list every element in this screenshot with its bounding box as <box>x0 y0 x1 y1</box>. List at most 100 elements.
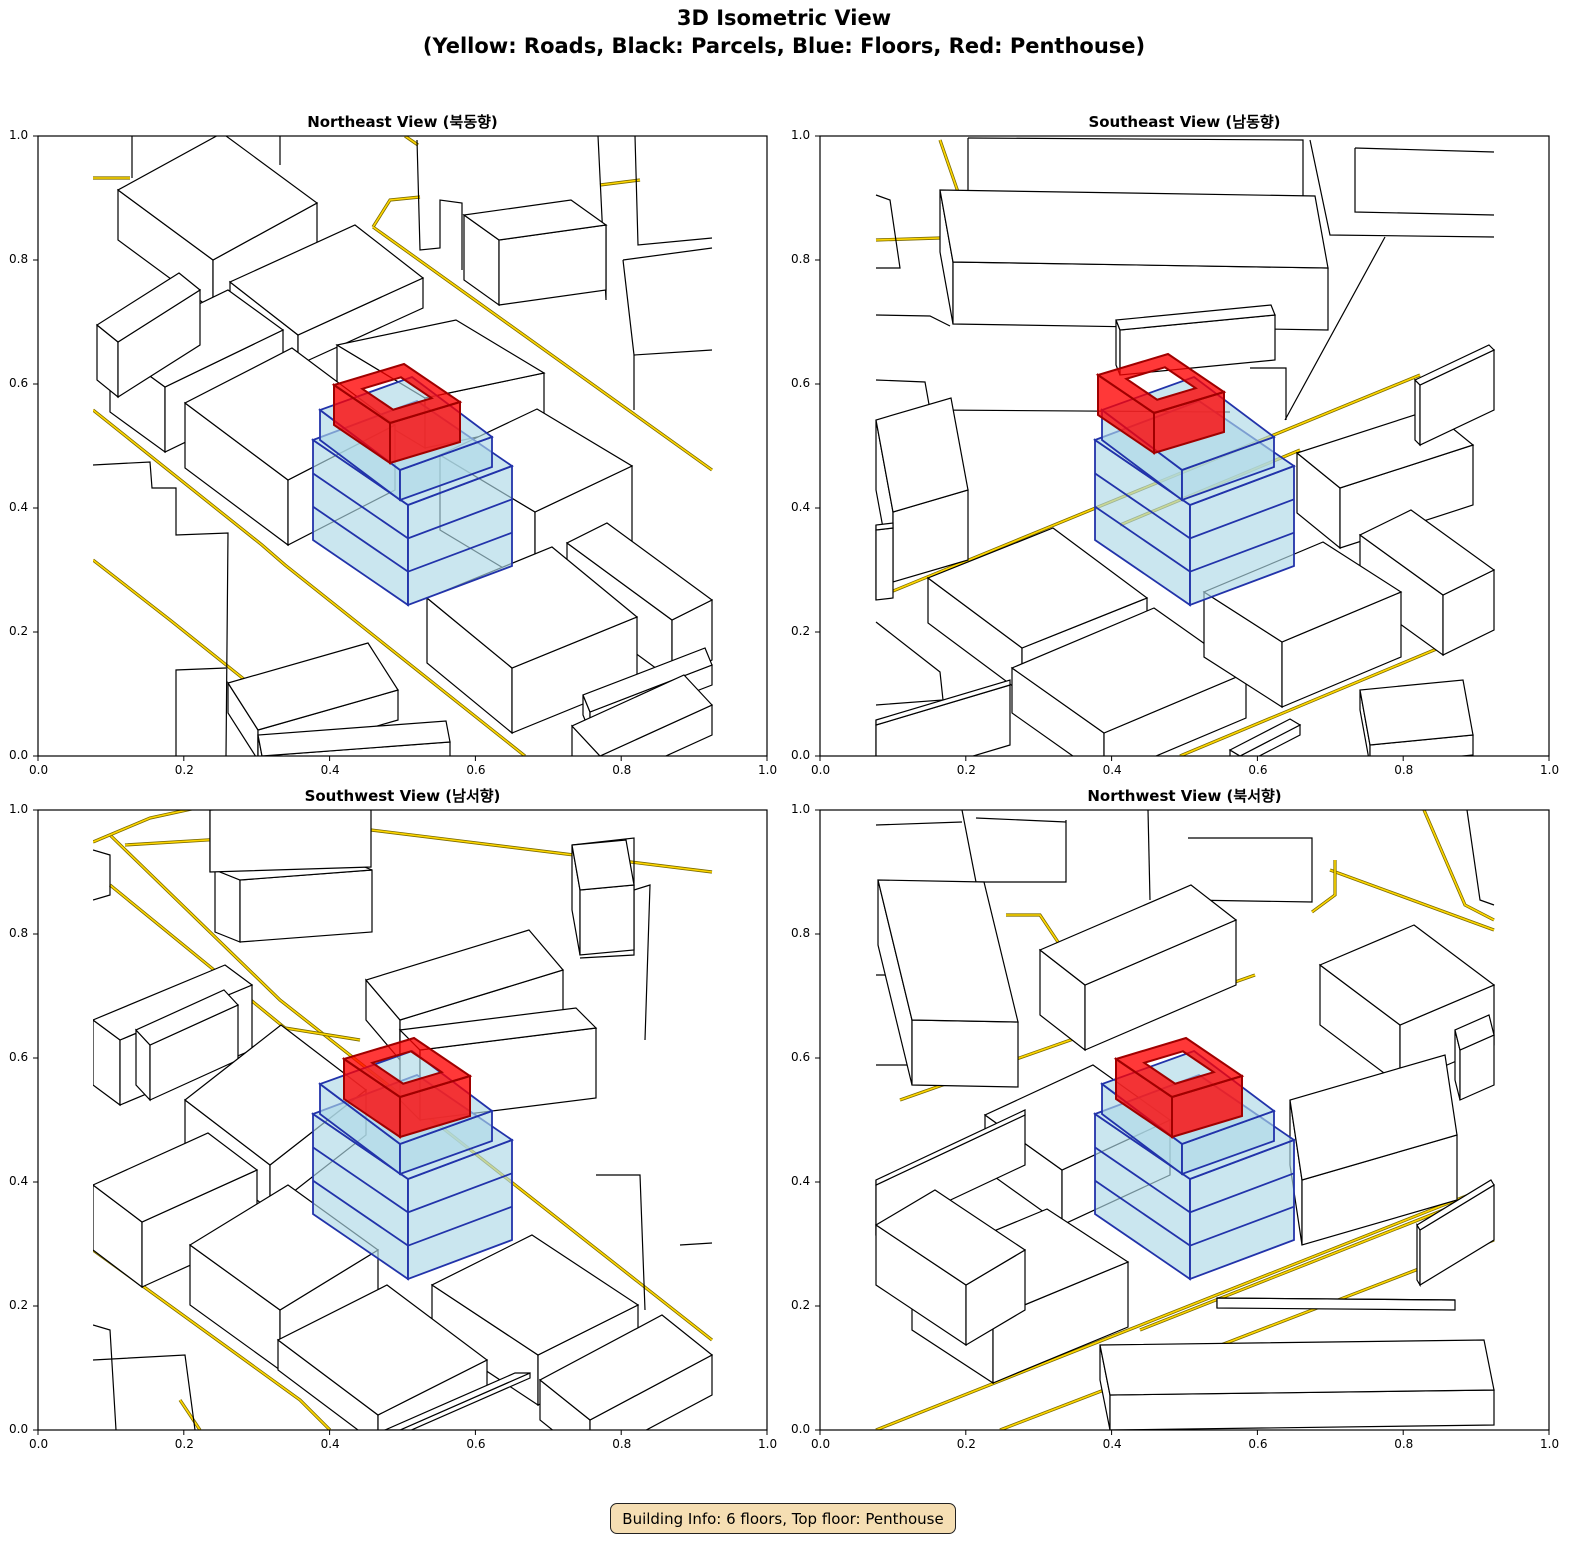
parcel-line <box>175 667 227 756</box>
building-roof <box>430 1234 640 1356</box>
building-side-face <box>239 869 373 943</box>
y-tick-label: 0.6 <box>791 1050 811 1064</box>
axes-frame-northeast <box>37 135 768 757</box>
x-tick-label: 0.8 <box>612 763 632 777</box>
parcel-line <box>1250 367 1287 420</box>
floor-line <box>1094 1179 1295 1247</box>
x-tick-label: 0.2 <box>956 1437 976 1451</box>
parcel-building <box>1010 607 1248 756</box>
scene-northeast <box>93 136 713 756</box>
parcel-building <box>1413 344 1495 447</box>
y-tick-label: 0.2 <box>9 1298 29 1312</box>
parcel-building <box>384 1372 531 1430</box>
x-tick-label: 0.0 <box>811 763 831 777</box>
road <box>1329 869 1495 931</box>
parcel-line <box>961 810 1067 883</box>
y-tick-label: 1.0 <box>9 802 29 816</box>
panel-title-southeast: Southeast View (남동향) <box>1088 113 1281 131</box>
floor-line <box>1094 1146 1295 1214</box>
x-tick-label: 0.2 <box>956 763 976 777</box>
road <box>939 139 959 193</box>
building-roof <box>538 1314 713 1421</box>
road <box>1423 810 1495 921</box>
building-roof <box>570 674 713 756</box>
panel-title-southwest: Southwest View (남서향) <box>304 787 501 805</box>
parcel-line <box>679 1242 713 1246</box>
parcel-line <box>1187 837 1313 903</box>
building-roof <box>364 929 565 1021</box>
parcel-line <box>1309 139 1495 238</box>
x-tick-label: 0.4 <box>1102 763 1122 777</box>
road <box>109 834 713 1341</box>
building-roof <box>1228 718 1302 756</box>
building-side-face <box>384 1429 401 1430</box>
building-roof <box>1358 509 1495 596</box>
y-tick-label: 0.0 <box>9 748 29 762</box>
road-edge <box>371 195 421 228</box>
y-tick-label: 0.0 <box>9 1422 29 1436</box>
floor-line <box>1094 472 1295 540</box>
building-roof <box>875 1189 1027 1286</box>
building-roof <box>1318 924 1495 1026</box>
axes-frame-northwest <box>819 809 1550 1431</box>
parcel-building <box>214 859 373 943</box>
building-info-box: Building Info: 6 floors, Top floor: Pent… <box>610 1503 956 1534</box>
building-roof <box>1416 1179 1495 1231</box>
parcel-line <box>1354 148 1495 216</box>
parcel-line <box>93 849 111 901</box>
parcel-building <box>875 1189 1027 1347</box>
parcel-building <box>875 397 969 583</box>
building-roof <box>1454 1014 1495 1051</box>
y-tick-label: 0.2 <box>791 624 811 638</box>
x-tick-label: 0.4 <box>1102 1437 1122 1451</box>
road <box>999 1239 1495 1430</box>
penthouse <box>1095 352 1227 455</box>
building-roof <box>1099 1339 1495 1396</box>
building-roof <box>228 224 425 336</box>
x-tick-label: 0.8 <box>1394 1437 1414 1451</box>
parcel-building <box>257 720 451 756</box>
x-tick-label: 1.0 <box>758 763 778 777</box>
road <box>404 136 419 146</box>
y-tick-label: 0.8 <box>791 252 811 266</box>
parcel-line <box>416 139 463 270</box>
penthouse <box>1113 1036 1245 1139</box>
building-roof <box>1413 344 1495 386</box>
axes-frame-southwest <box>37 809 768 1431</box>
scene-northwest <box>875 810 1495 1430</box>
parcel-building <box>95 272 202 399</box>
building-side-face <box>875 527 894 601</box>
panel-title-northwest: Northwest View (북서향) <box>1087 787 1282 805</box>
parcel-building <box>134 989 240 1102</box>
building-roof <box>939 189 1329 269</box>
scene-southwest <box>93 810 713 1430</box>
road <box>1311 860 1336 913</box>
building-roof <box>1038 884 1238 986</box>
parcel-line <box>1284 236 1386 421</box>
parcel-line <box>622 259 713 356</box>
y-tick-label: 0.0 <box>791 1422 811 1436</box>
y-tick-label: 0.8 <box>9 252 29 266</box>
figure-title-line1: 3D Isometric View <box>676 6 892 30</box>
y-tick-label: 0.8 <box>9 926 29 940</box>
road <box>372 196 421 228</box>
y-tick-label: 1.0 <box>791 802 811 816</box>
building-roof <box>877 879 1019 1023</box>
parcel-building <box>1216 1297 1456 1311</box>
floor-line <box>312 1179 513 1247</box>
y-tick-label: 0.4 <box>9 500 29 514</box>
building-roof <box>571 839 635 891</box>
building-roof <box>93 964 254 1041</box>
y-tick-label: 1.0 <box>791 128 811 142</box>
building-roof <box>184 1024 367 1166</box>
parcel-line <box>622 247 713 261</box>
floor-line <box>312 472 513 540</box>
building-roof <box>1289 1054 1458 1181</box>
parcel-line <box>875 821 963 826</box>
building-roof <box>1359 679 1474 746</box>
parcel-building <box>875 522 894 601</box>
penthouse-roof-ring <box>341 1036 473 1099</box>
parcel-building <box>875 679 1011 756</box>
parcel-line <box>1354 147 1495 153</box>
parcel-line <box>596 1174 646 1311</box>
